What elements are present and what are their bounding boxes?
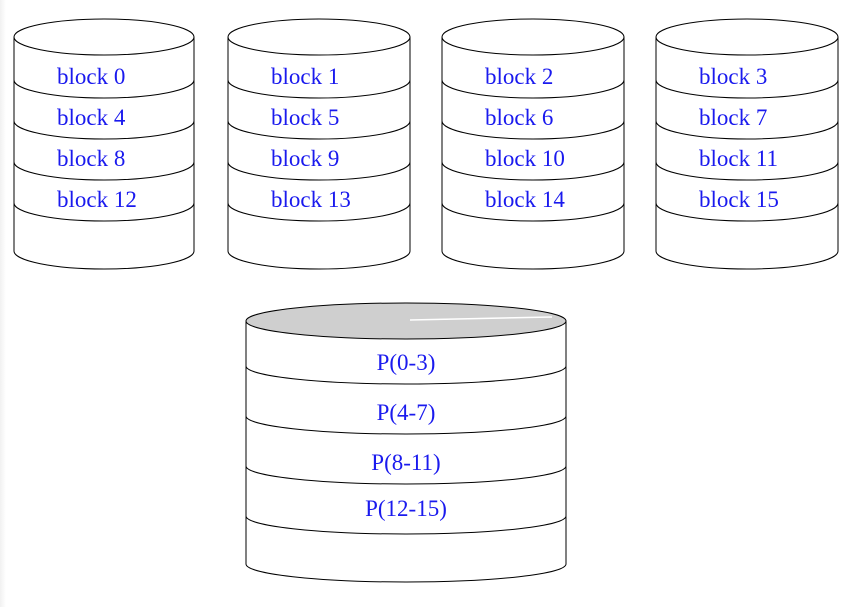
block-label: block 2 [485, 64, 553, 89]
disk-top [227, 18, 411, 56]
disk-divider [13, 120, 195, 140]
block-label: block 14 [485, 187, 565, 212]
block-label: block 3 [699, 64, 767, 89]
disk-divider [655, 120, 839, 140]
disk-top [441, 18, 625, 56]
data-disk-1: block 1 block 5 block 9 block 13 [227, 18, 411, 270]
disk-divider [227, 161, 411, 181]
disk-divider [441, 79, 625, 99]
block-label: block 13 [271, 187, 351, 212]
disk-body [655, 36, 839, 270]
disk-top [13, 18, 195, 56]
data-disk-0: block 0 block 4 block 8 block 12 [13, 18, 195, 270]
block-label: block 5 [271, 105, 339, 130]
parity-label: P(8-11) [371, 450, 440, 475]
block-label: block 0 [57, 64, 125, 89]
page-edge-shade [0, 0, 6, 607]
disk-divider [13, 79, 195, 99]
disk-divider [13, 161, 195, 181]
parity-top-highlight [409, 316, 553, 321]
disk-divider [655, 161, 839, 181]
block-label: block 8 [57, 146, 125, 171]
data-disk-3: block 3 block 7 block 11 block 15 [655, 18, 839, 270]
parity-disk-top [245, 302, 567, 340]
disk-divider [13, 202, 195, 222]
disk-divider [441, 120, 625, 140]
parity-label: P(4-7) [377, 400, 436, 425]
disk-divider [245, 515, 567, 535]
disk-divider [245, 365, 567, 385]
parity-disk: P(0-3) P(4-7) P(8-11) P(12-15) [245, 302, 567, 583]
disk-divider [227, 120, 411, 140]
block-label: block 15 [699, 187, 779, 212]
parity-label: P(0-3) [377, 350, 436, 375]
disk-divider [441, 202, 625, 222]
block-label: block 11 [699, 146, 778, 171]
disk-body [227, 36, 411, 270]
disk-divider [245, 465, 567, 485]
disk-body [441, 36, 625, 270]
disk-divider [655, 202, 839, 222]
block-label: block 6 [485, 105, 553, 130]
disk-divider [227, 79, 411, 99]
disk-body [13, 36, 195, 270]
parity-label: P(12-15) [365, 496, 447, 521]
disk-divider [245, 415, 567, 435]
disk-top [655, 18, 839, 56]
data-disk-2: block 2 block 6 block 10 block 14 [441, 18, 625, 270]
block-label: block 10 [485, 146, 565, 171]
disk-divider [227, 202, 411, 222]
block-label: block 1 [271, 64, 339, 89]
disk-body [245, 320, 567, 583]
block-label: block 9 [271, 146, 339, 171]
block-label: block 7 [699, 105, 767, 130]
disk-divider [441, 161, 625, 181]
block-label: block 12 [57, 187, 137, 212]
disk-divider [655, 79, 839, 99]
block-label: block 4 [57, 105, 126, 130]
